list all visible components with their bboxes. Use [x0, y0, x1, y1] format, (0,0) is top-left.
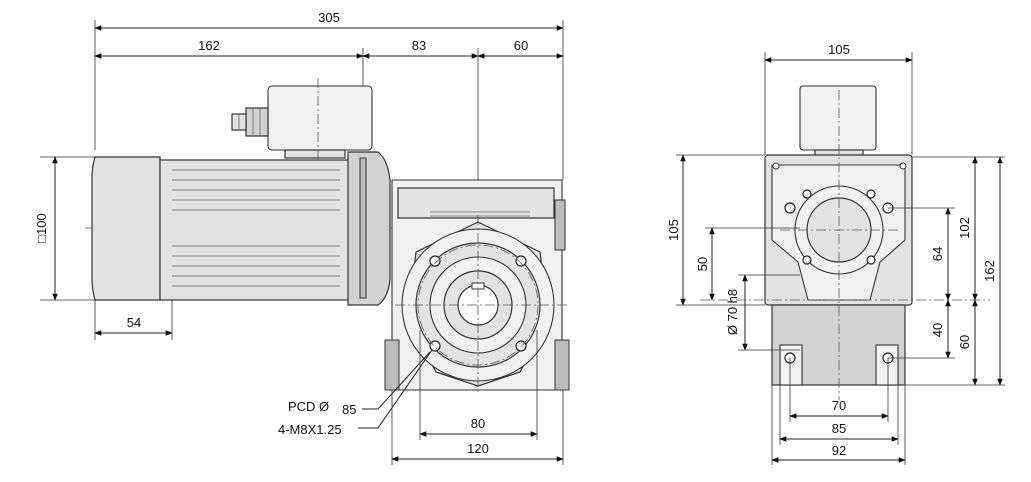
dim-side-162: 162	[982, 260, 997, 282]
motor-fins	[172, 169, 340, 287]
dim-side-50: 50	[695, 257, 710, 271]
bolt-hole	[515, 255, 527, 267]
dim-80: 80	[471, 416, 485, 431]
pcd-value: 85	[342, 402, 356, 417]
side-terminal-box	[799, 85, 877, 151]
dim-side-40: 40	[930, 323, 945, 337]
dim-side-left-105: 105	[666, 219, 681, 241]
thread-label: 4-M8X1.25	[278, 422, 342, 437]
dim-162: 162	[198, 38, 220, 53]
dim-60: 60	[514, 38, 528, 53]
cable-gland	[231, 107, 269, 137]
bolt-hole	[429, 255, 441, 267]
pcd-label: PCD Ø	[288, 399, 329, 414]
dim-side-102: 102	[957, 217, 972, 239]
dim-side-92: 92	[832, 443, 846, 458]
side-view: 105 105 50	[666, 42, 1005, 465]
dim-side-60: 60	[957, 335, 972, 349]
dim-side-85: 85	[832, 421, 846, 436]
dim-side-64: 64	[930, 247, 945, 261]
dim-54: 54	[127, 315, 141, 330]
motor-rear-cover	[91, 156, 161, 301]
dim-side-105: 105	[828, 42, 850, 57]
dim-83: 83	[412, 38, 426, 53]
motor-body	[159, 159, 351, 301]
motor-flange	[347, 151, 391, 306]
dim-side-70: 70	[832, 398, 846, 413]
dim-120: 120	[467, 441, 489, 456]
terminal-box	[267, 85, 373, 151]
dim-305: 305	[318, 10, 340, 25]
front-view: 305 162 83 60 □100	[34, 10, 570, 465]
dim-shaft: Ø 70 h8	[725, 289, 740, 335]
dim-motor-square: □100	[34, 213, 49, 243]
